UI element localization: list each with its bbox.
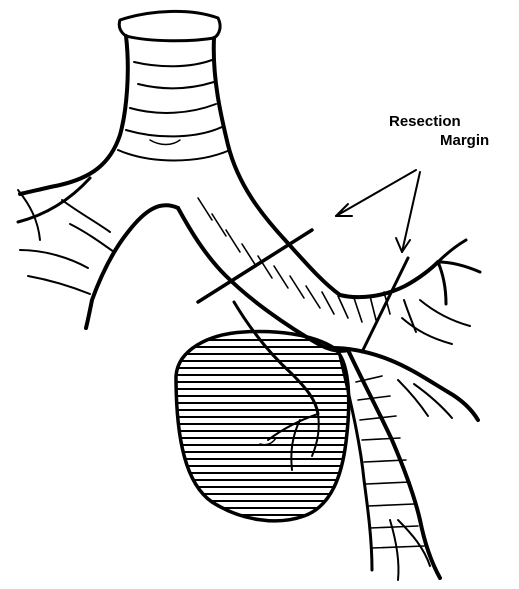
resection-label-line-1: Resection: [389, 113, 461, 130]
left-main-bronchus: [18, 178, 178, 328]
right-main-bronchus: [178, 198, 390, 351]
lower-bronchus: [340, 350, 440, 580]
resection-label-line-2: Margin: [440, 132, 489, 149]
resection-margin-lines: [198, 170, 420, 352]
right-upper-branches: [402, 240, 480, 344]
tumor-mass: [170, 332, 356, 522]
trachea: [20, 11, 438, 297]
